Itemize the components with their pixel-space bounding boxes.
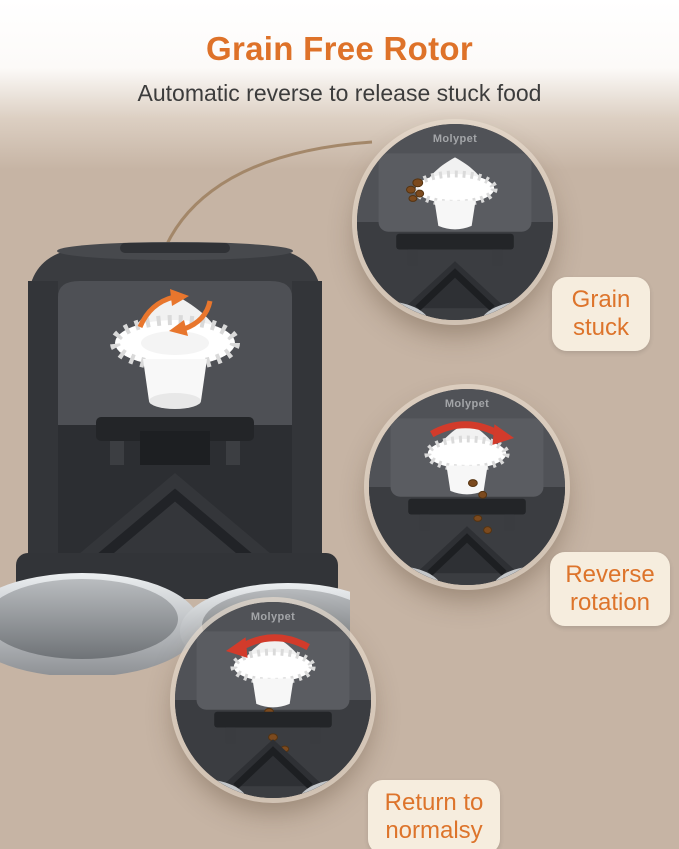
- inset-reverse-rotation: Molypet: [369, 389, 565, 585]
- food-splitter: [66, 473, 284, 569]
- brand-logo: Molypet: [432, 133, 478, 145]
- feeder-mechanism: [96, 417, 254, 465]
- rotor-graphic: [412, 157, 498, 230]
- page-title: Grain Free Rotor: [205, 30, 473, 67]
- label-return-to-normalsy: Return to normalsy: [368, 780, 500, 849]
- rotation-arrows-icon: [137, 289, 213, 336]
- inset-grain-stuck: Molypet: [357, 124, 553, 320]
- inset-reverse-rotation-graphic: [369, 389, 565, 585]
- food-splitter: [404, 261, 506, 311]
- brand-logo: Molypet: [250, 611, 296, 623]
- right-wall: [292, 281, 322, 565]
- forward-arrow-icon: [225, 634, 310, 658]
- brand-logo: Molypet: [444, 398, 490, 410]
- inset-return-to-normal-graphic: [175, 602, 371, 798]
- stuck-kibble-dots: [406, 178, 425, 202]
- page-subtitle: Automatic reverse to release stuck food: [137, 80, 542, 106]
- feeder-photo: [0, 235, 350, 675]
- food-splitter: [222, 739, 324, 789]
- label-grain-stuck: Grain stuck: [552, 277, 650, 351]
- left-wall: [28, 281, 58, 565]
- inset-grain-stuck-graphic: [357, 124, 553, 320]
- lid-seam: [120, 243, 230, 253]
- rotor-graphic: [230, 635, 316, 708]
- label-reverse-rotation: Reverse rotation: [550, 552, 670, 626]
- food-splitter: [416, 526, 518, 576]
- feeder-graphic: [0, 242, 350, 675]
- header: Grain Free Rotor Automatic reverse to re…: [0, 30, 679, 107]
- inset-return-to-normal: Molypet: [175, 602, 371, 798]
- rotor-graphic: [110, 295, 240, 409]
- reverse-arrow-icon: [430, 421, 515, 445]
